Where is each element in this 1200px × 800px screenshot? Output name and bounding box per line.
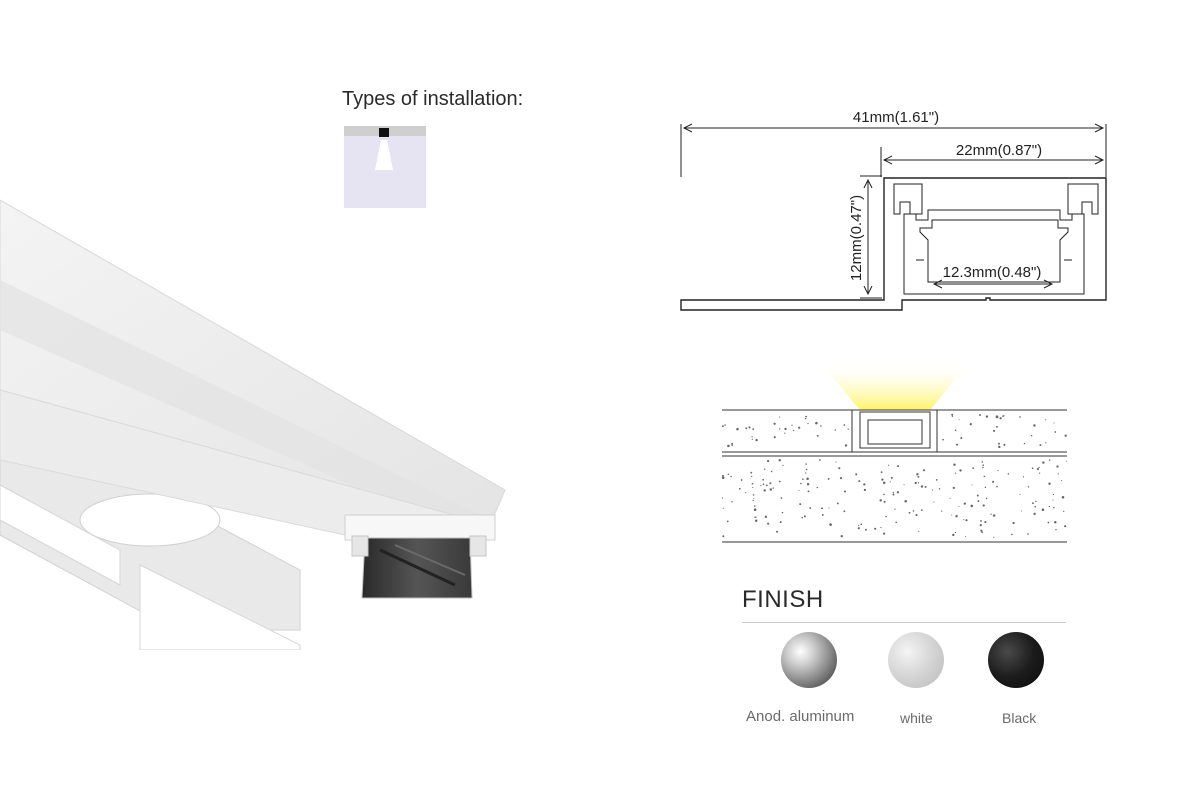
overall-width-label: 41mm(1.61") <box>853 109 939 126</box>
inner-width-label: 12.3mm(0.48") <box>943 264 1042 281</box>
recessed-installation-icon <box>344 126 426 208</box>
light-beam <box>822 365 967 410</box>
black-swatch-icon <box>988 632 1044 688</box>
finish-divider <box>742 622 1066 623</box>
installation-title: Types of installation: <box>342 88 524 110</box>
anodized-aluminum-swatch-icon <box>781 632 837 688</box>
finish-label-anodized: Anod. aluminum <box>746 708 855 725</box>
finish-title: FINISH <box>742 586 824 613</box>
floor-section-drawing <box>721 360 1068 545</box>
concrete-texture <box>721 413 1068 538</box>
product-render-image <box>0 190 520 651</box>
height-label: 12mm(0.47") <box>848 195 865 281</box>
white-swatch-icon <box>888 632 944 688</box>
profile-dimension-drawing: 41mm(1.61") 22mm(0.87") 12mm(0.47") 12.3… <box>672 102 1112 322</box>
finish-label-black: Black <box>1002 710 1037 726</box>
finish-label-white: white <box>900 710 933 726</box>
channel-width-label: 22mm(0.87") <box>956 142 1042 159</box>
